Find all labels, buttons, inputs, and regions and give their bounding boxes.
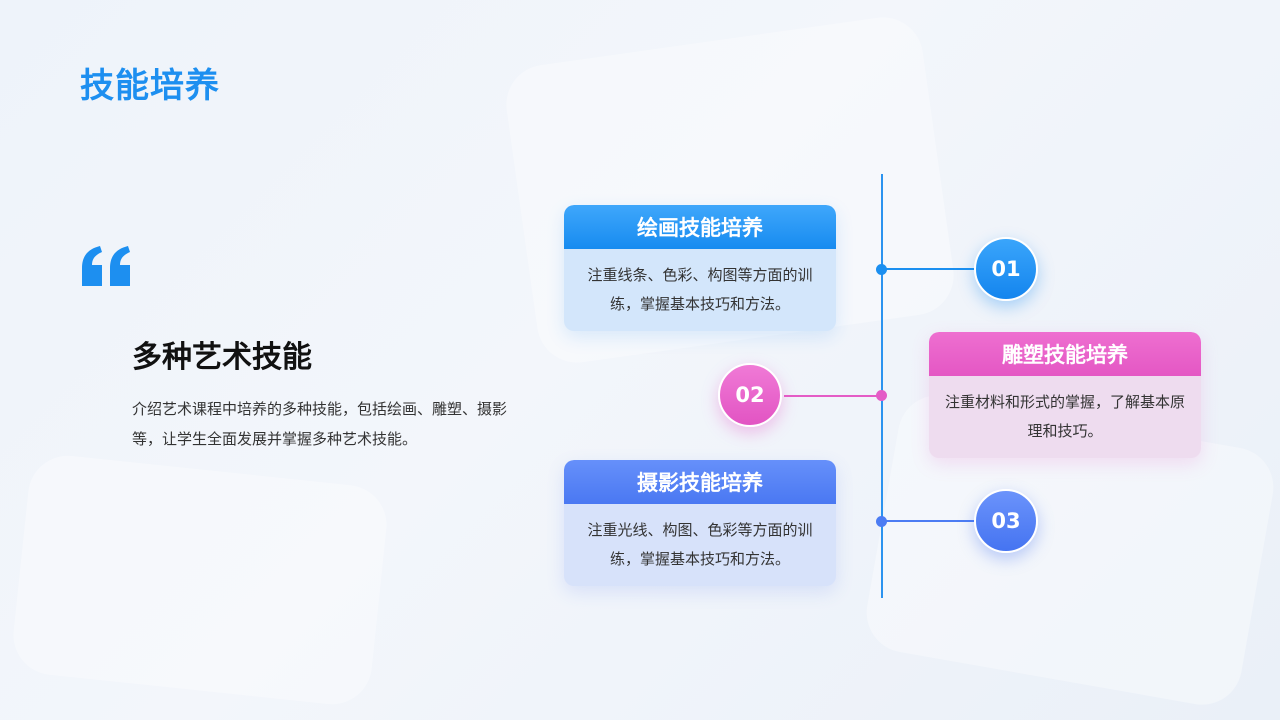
timeline-connector [784,395,882,397]
step-number-badge: 02 [718,363,782,427]
timeline-dot [876,264,887,275]
card-description: 注重材料和形式的掌握，了解基本原理和技巧。 [944,393,1185,440]
quote-mark-icon [82,246,130,286]
card-title: 绘画技能培养 [564,205,836,249]
page-title: 技能培养 [80,66,220,106]
step-number-badge: 03 [974,489,1038,553]
card-description: 注重线条、色彩、构图等方面的训练，掌握基本技巧和方法。 [587,266,813,313]
step-number-badge: 01 [974,237,1038,301]
intro-heading: 多种艺术技能 [132,340,312,375]
timeline-connector [882,520,976,522]
card-description: 注重光线、构图、色彩等方面的训练，掌握基本技巧和方法。 [587,521,813,568]
skill-card-photography: 摄影技能培养 注重光线、构图、色彩等方面的训练，掌握基本技巧和方法。 [564,460,836,586]
skill-card-painting: 绘画技能培养 注重线条、色彩、构图等方面的训练，掌握基本技巧和方法。 [564,205,836,331]
card-title: 摄影技能培养 [564,460,836,504]
intro-description: 介绍艺术课程中培养的多种技能，包括绘画、雕塑、摄影等，让学生全面发展并掌握多种艺… [132,400,508,448]
background-shape [9,451,391,709]
skill-card-sculpture: 雕塑技能培养 注重材料和形式的掌握，了解基本原理和技巧。 [929,332,1201,458]
timeline-line [881,174,883,598]
timeline-connector [882,268,976,270]
card-title: 雕塑技能培养 [929,332,1201,376]
timeline-dot [876,516,887,527]
